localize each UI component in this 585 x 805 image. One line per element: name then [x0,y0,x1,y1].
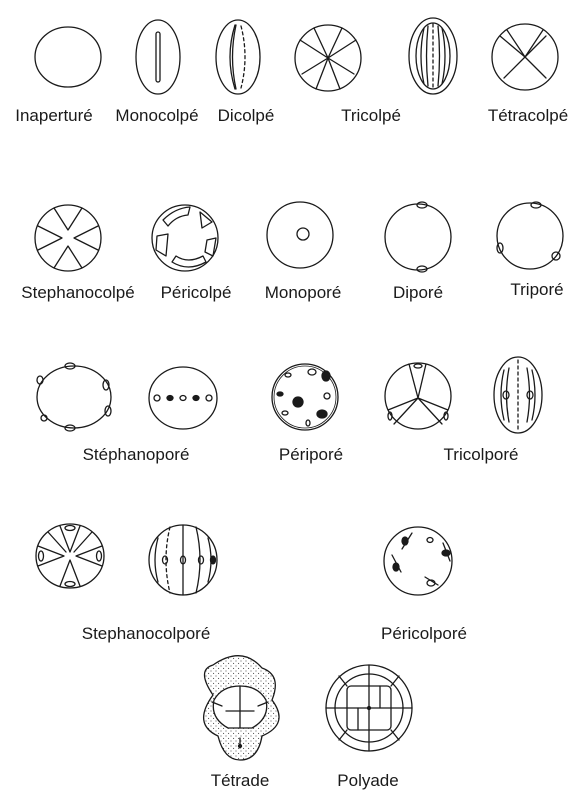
monopore-grain [267,202,333,268]
label-polyade: Polyade [337,771,398,791]
tetrade-group [204,656,279,760]
monocolpe-grain [136,20,180,94]
inaperture-grain [35,27,101,87]
tricolpore-equatorial-grain [494,357,542,433]
label-pericolpe: Péricolpé [161,283,232,303]
label-dicolpe: Dicolpé [218,106,275,126]
dipore-grain [385,202,451,272]
label-tricolpore: Tricolporé [444,445,519,465]
stephanocolpe-grain [35,205,101,271]
pericolpe-grain [152,205,218,271]
label-tripore: Triporé [510,280,563,300]
dicolpe-grain [216,20,260,94]
label-pericolpore: Péricolporé [381,624,467,644]
stephanopore-equatorial-grain [149,367,217,429]
stephanocolpore-polar-grain [36,524,104,588]
label-tricolpe: Tricolpé [341,106,401,126]
label-monocolpe: Monocolpé [115,106,198,126]
label-inaperture: Inaperturé [15,106,93,126]
label-monopore: Monoporé [265,283,342,303]
label-tetrade: Tétrade [211,771,270,791]
label-stephanopore: Stéphanoporé [83,445,190,465]
stephanopore-grain [37,363,111,431]
polyade-group [326,665,412,751]
dicolpe-side-grain [409,18,457,94]
label-peripore: Périporé [279,445,343,465]
label-dipore: Diporé [393,283,443,303]
tricolpore-polar-grain [385,363,451,429]
label-tetracolpe: Tétracolpé [488,106,568,126]
label-stephanocolpore: Stephanocolporé [82,624,211,644]
peripore-grain [272,364,338,430]
tripore-grain [497,202,563,269]
tetracolpe-grain [492,24,558,90]
tricolpe-grain [295,25,361,91]
pericolpore-grain [384,527,452,595]
stephanocolpore-equatorial-grain [149,525,217,595]
label-stephanocolpe: Stephanocolpé [21,283,134,303]
